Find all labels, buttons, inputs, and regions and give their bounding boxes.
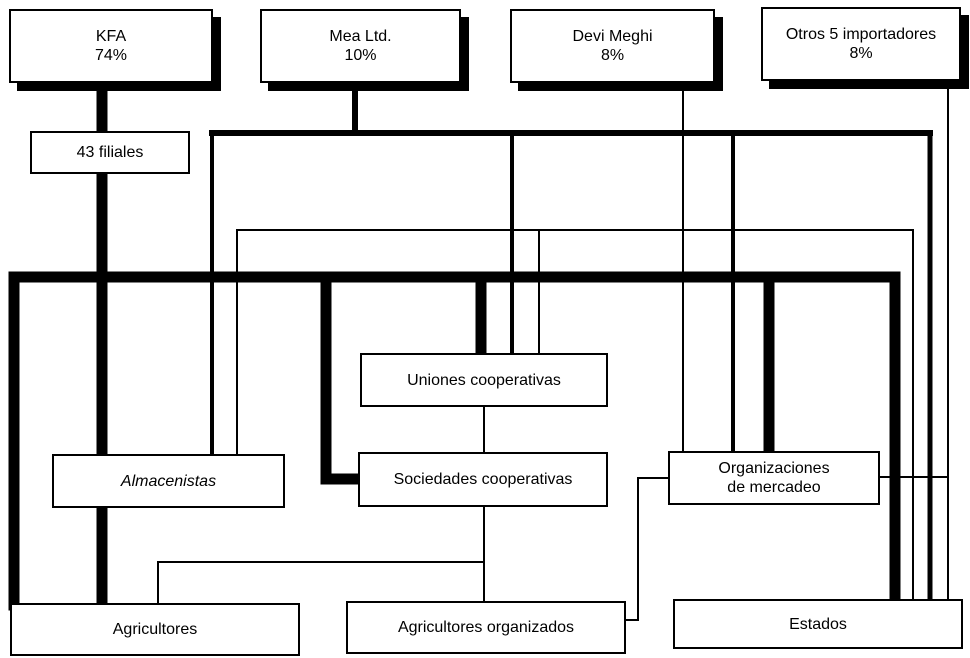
importer-kfa: KFA 74% [9,9,213,83]
node-label: Sociedades cooperativas [393,471,573,488]
node-label: 43 filiales [76,144,144,161]
node-sociedades-cooperativas: Sociedades cooperativas [358,452,608,507]
node-estados: Estados [673,599,963,649]
importer-mea: Mea Ltd. 10% [260,9,461,83]
kfa-to-sociedades [320,271,364,485]
node-label: Uniones cooperativas [407,371,561,389]
importer-share: 10% [344,47,377,64]
importer-name: KFA [95,28,127,45]
importer-share: 8% [600,47,625,64]
node-agricultores-organizados: Agricultores organizados [346,601,626,654]
importer-devi-meghi: Devi Meghi 8% [510,9,715,83]
node-almacenistas: Almacenistas [52,454,285,508]
node-label-line2: de mercadeo [727,479,821,496]
node-organizaciones-mercadeo: Organizaciones de mercadeo [668,451,880,505]
importer-name: Otros 5 importadores [785,26,937,43]
importer-otros: Otros 5 importadores 8% [761,7,961,81]
importer-share: 8% [849,45,873,62]
node-label-line1: Organizaciones [718,460,830,477]
node-label: Agricultores [112,621,198,638]
importer-name: Devi Meghi [572,28,653,45]
node-label: Agricultores organizados [397,619,575,636]
importer-name: Mea Ltd. [329,28,392,45]
org-to-agricultores-org [625,477,669,621]
node-label: Almacenistas [120,472,217,490]
node-agricultores: Agricultores [10,603,300,656]
node-uniones-cooperativas: Uniones cooperativas [360,353,608,407]
importer-share: 74% [94,47,128,64]
node-label: Estados [789,615,847,633]
sociedades-to-agricultores [157,561,485,604]
node-43-filiales: 43 filiales [30,131,190,174]
